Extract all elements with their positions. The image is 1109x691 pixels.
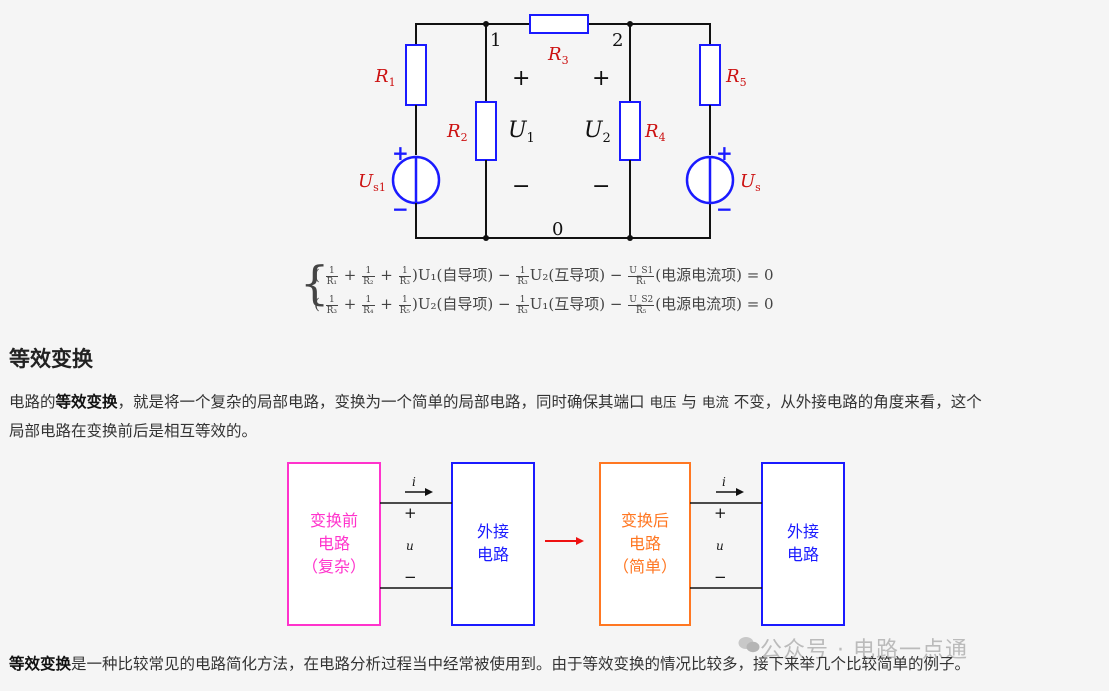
section-heading: 等效变换: [9, 347, 93, 371]
before-label-1: 变换前: [310, 511, 358, 530]
us2-plus: +: [716, 141, 733, 165]
node-dot: [483, 21, 489, 27]
wechat-icon: [738, 637, 760, 653]
minus-1: −: [404, 568, 417, 586]
r1-label: R1: [374, 66, 396, 89]
current-label-1: i: [412, 475, 416, 489]
plus-1: +: [404, 504, 417, 522]
paragraph-summary: 等效变换是一种比较常见的电路简化方法，在电路分析过程当中经常被使用到。由于等效变…: [9, 655, 971, 673]
external-label-2a: 外接: [787, 522, 819, 541]
node-dot: [483, 235, 489, 241]
arrow-head-icon: [576, 537, 584, 545]
u2-label: U2: [584, 118, 611, 146]
circuit-diagram: 1 2 0 R1 R2 R3 R4 R5 Us1 Us2 U1 U2 + + −…: [358, 14, 760, 241]
before-label-2: 电路: [318, 534, 350, 553]
equivalence-diagram: i i u u + − + − 变换前 电路 （复杂） 外接 电路 变换后 电路…: [287, 462, 845, 626]
after-label-1: 变换后: [621, 511, 669, 530]
after-circuit-box: [599, 462, 691, 626]
r4-label: R4: [644, 121, 666, 144]
r5-label: R5: [725, 66, 747, 89]
u1-plus: +: [512, 66, 530, 91]
node-dot: [627, 21, 633, 27]
external-label-1a: 外接: [477, 522, 509, 541]
plus-2: +: [714, 504, 727, 522]
us2-label: Us2: [740, 171, 760, 194]
node0-label: 0: [552, 219, 563, 240]
node2-label: 2: [612, 30, 623, 51]
node-dot: [627, 235, 633, 241]
us1-plus: +: [392, 141, 409, 165]
paragraph-definition: 电路的等效变换，就是将一个复杂的局部电路，变换为一个简单的局部电路，同时确保其端…: [9, 393, 982, 440]
us2-minus: −: [716, 197, 733, 221]
external-label-1b: 电路: [477, 545, 509, 564]
current-label-2: i: [722, 475, 726, 489]
u2-plus: +: [592, 66, 610, 91]
us1-label: Us1: [358, 171, 386, 194]
inline-code-voltage: 电压: [649, 395, 677, 411]
watermark: 公众号 · 电路一点通: [760, 638, 968, 663]
before-label-3: （复杂）: [302, 557, 366, 576]
bold-term-2: 等效变换: [9, 655, 72, 673]
minus-2: −: [714, 568, 727, 586]
after-label-2: 电路: [629, 534, 661, 553]
voltage-label-1: u: [406, 539, 414, 553]
r3-label: R3: [547, 44, 569, 67]
node1-label: 1: [490, 30, 501, 51]
inline-code-current: 电流: [701, 395, 729, 411]
external-label-2b: 电路: [787, 545, 819, 564]
u1-minus: −: [512, 174, 530, 199]
bold-term: 等效变换: [55, 393, 118, 411]
external-circuit-box-2: [761, 462, 845, 626]
u2-minus: −: [592, 174, 610, 199]
left-brace: {: [300, 256, 330, 310]
u1-label: U1: [508, 118, 535, 146]
external-circuit-box-1: [451, 462, 535, 626]
before-circuit-box: [287, 462, 381, 626]
us1-minus: −: [392, 197, 409, 221]
voltage-label-2: u: [716, 539, 724, 553]
after-label-3: （简单）: [613, 557, 677, 576]
r2-label: R2: [446, 121, 468, 144]
